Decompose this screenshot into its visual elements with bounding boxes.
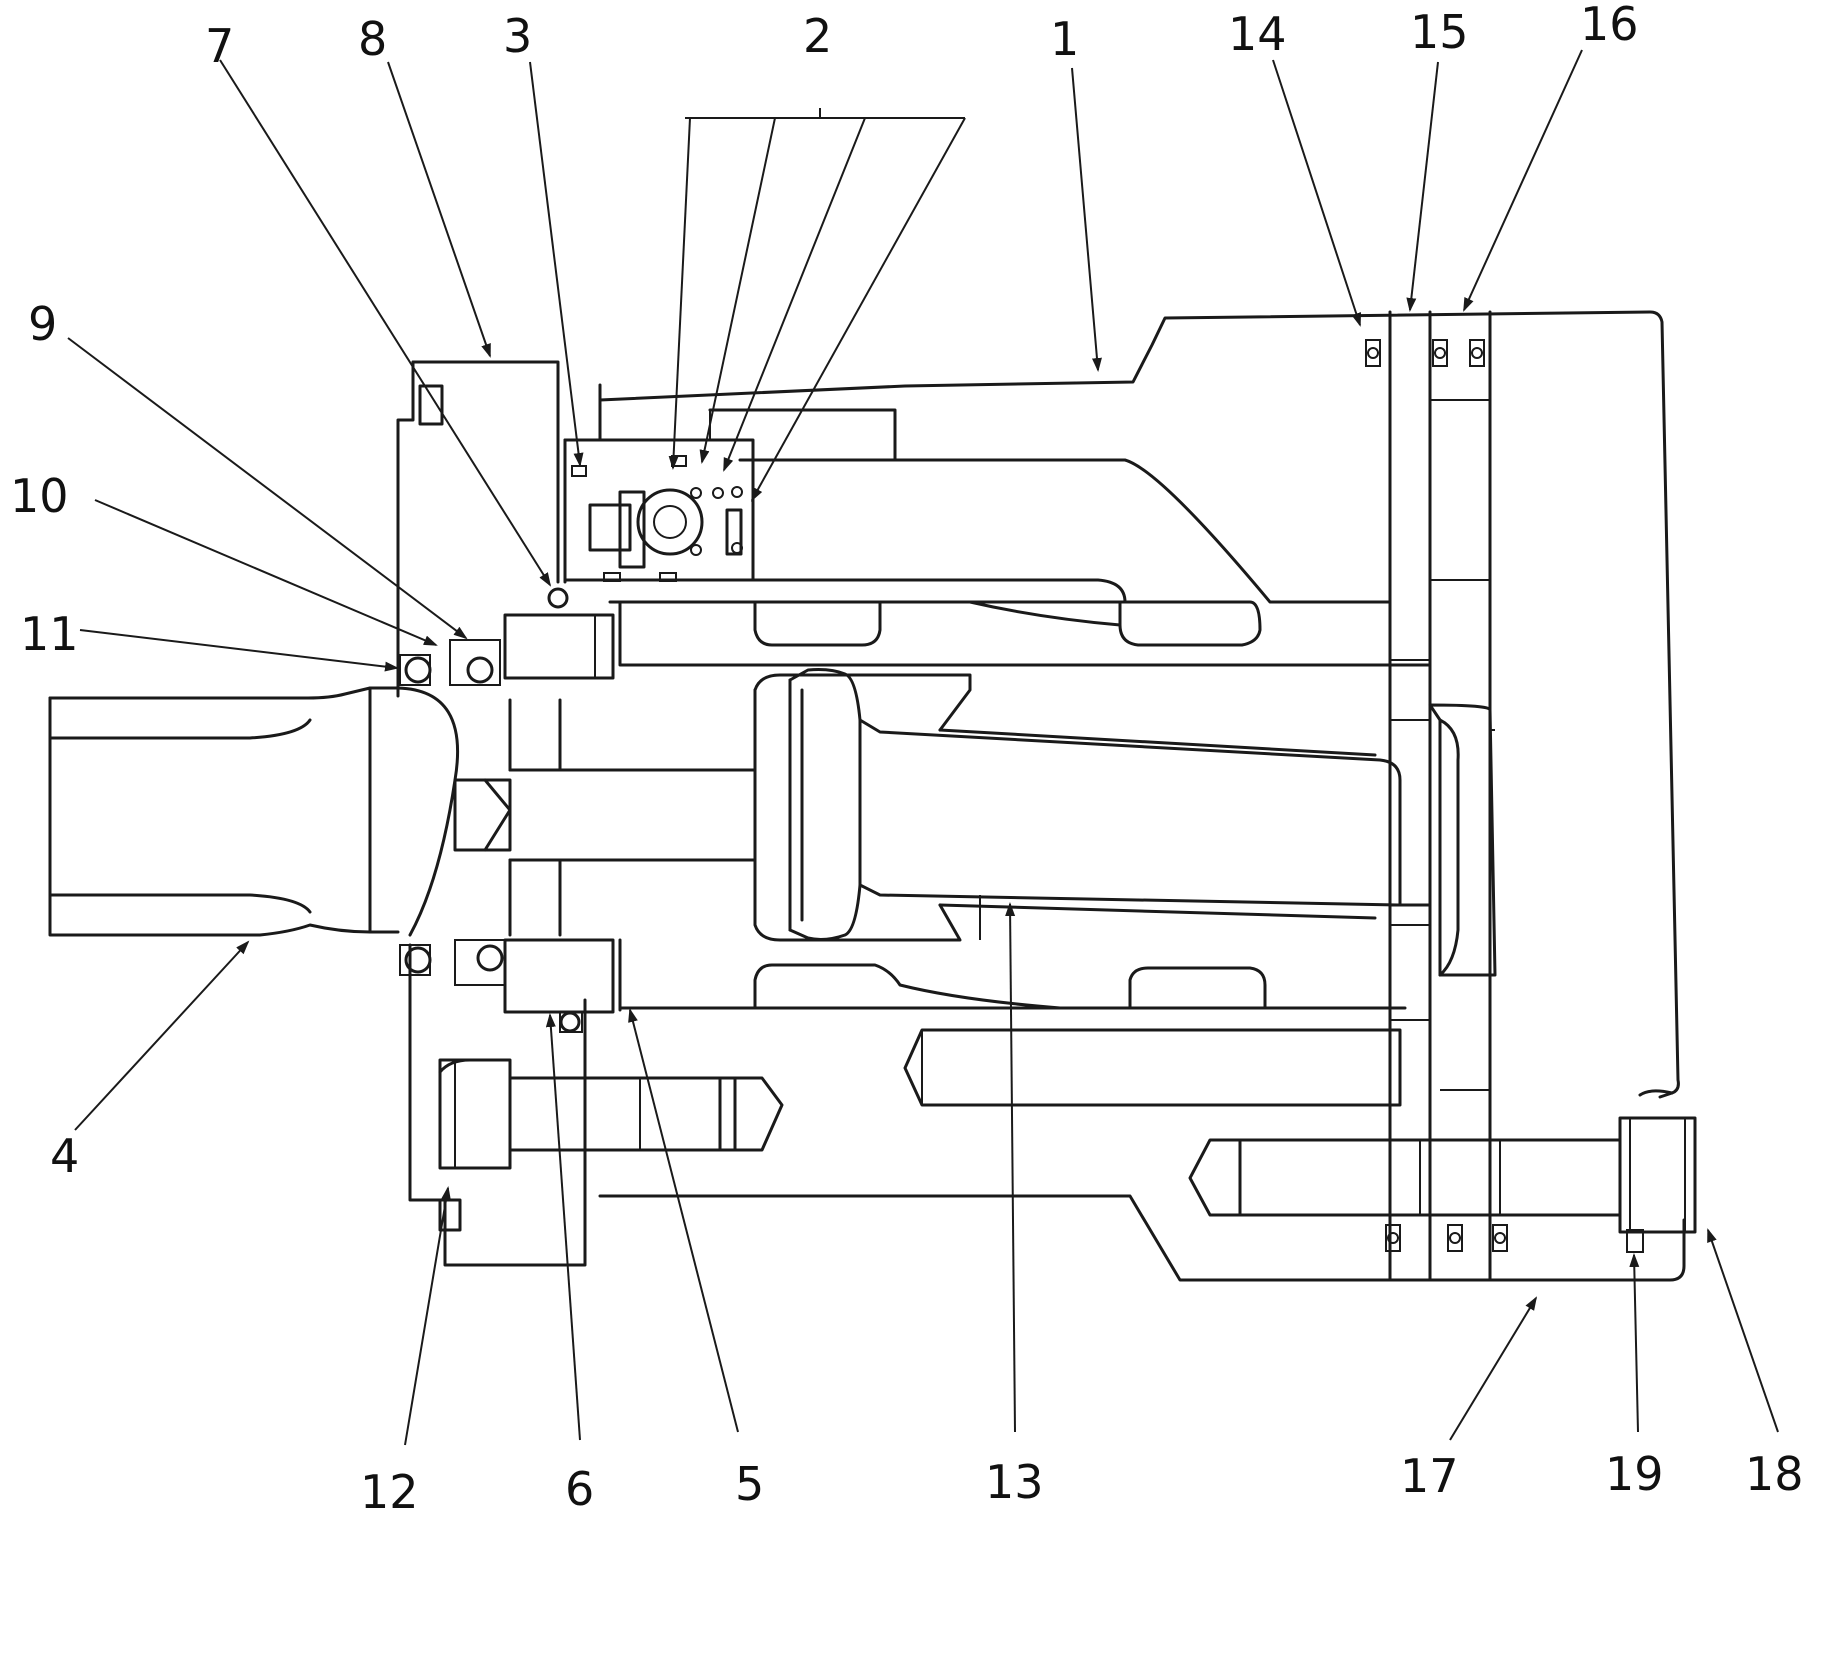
callout-11: 11 xyxy=(20,607,79,661)
callout-18: 18 xyxy=(1745,1447,1804,1501)
callout-16: 16 xyxy=(1580,0,1639,51)
callout-1: 1 xyxy=(1050,12,1079,66)
callout-15: 15 xyxy=(1410,5,1469,59)
callout-3: 3 xyxy=(503,9,532,63)
callout-5: 5 xyxy=(735,1457,764,1511)
callout-2: 2 xyxy=(803,9,832,63)
lower-bolt xyxy=(438,1058,784,1232)
callout-labels: 1 2 3 4 5 6 7 8 9 10 11 12 13 14 15 16 1… xyxy=(10,0,1804,1519)
front-flange xyxy=(396,360,587,1267)
through-bolt xyxy=(1188,1089,1697,1253)
callout-19: 19 xyxy=(1605,1447,1664,1501)
main-housing xyxy=(598,310,1686,1282)
callout-6: 6 xyxy=(565,1462,594,1516)
middle-tie-rod xyxy=(903,1028,1402,1107)
valve-block xyxy=(563,398,897,584)
callout-10: 10 xyxy=(10,469,69,523)
callout-17: 17 xyxy=(1400,1449,1459,1503)
inner-cavity xyxy=(563,458,1432,1012)
callout-8: 8 xyxy=(358,12,387,66)
leader-lines xyxy=(67,49,1779,1446)
callout-4: 4 xyxy=(50,1129,79,1183)
callout-13: 13 xyxy=(985,1455,1044,1509)
callout-12: 12 xyxy=(360,1465,419,1519)
bearings-seals xyxy=(399,587,615,1033)
callout-9: 9 xyxy=(28,297,57,351)
callout-14: 14 xyxy=(1228,7,1287,61)
callout-7: 7 xyxy=(205,19,234,73)
input-shaft xyxy=(48,686,757,937)
cylinder-block xyxy=(753,668,1497,977)
plate-o-rings xyxy=(1365,339,1508,1252)
